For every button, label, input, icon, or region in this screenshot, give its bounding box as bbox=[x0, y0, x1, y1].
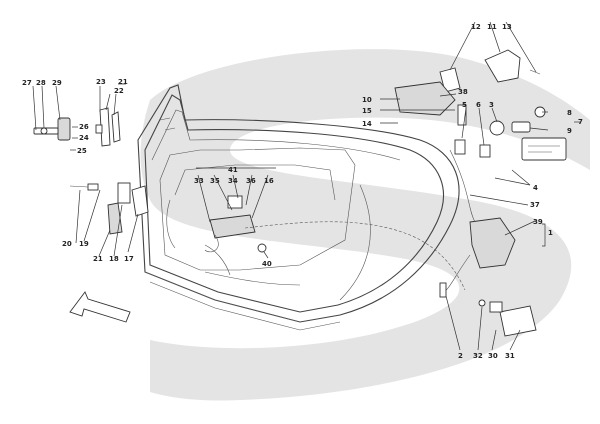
callout-40: 40 bbox=[262, 260, 272, 268]
callouts: 1 2 3 4 5 6 7 8 9 10 11 12 13 14 15 16 1… bbox=[22, 23, 583, 360]
callout-28: 28 bbox=[36, 79, 46, 87]
callout-21-lower: 21 bbox=[93, 255, 103, 263]
callout-36: 36 bbox=[246, 177, 256, 185]
leader-lines bbox=[32, 21, 580, 351]
striker-assembly bbox=[478, 299, 537, 337]
callout-39: 39 bbox=[533, 218, 543, 226]
watermark-logo bbox=[140, 49, 590, 401]
callout-7: 7 bbox=[578, 118, 583, 126]
callout-4: 4 bbox=[533, 184, 538, 192]
callout-13: 13 bbox=[502, 23, 512, 31]
callout-38: 38 bbox=[458, 88, 468, 96]
callout-2: 2 bbox=[458, 352, 463, 360]
callout-27: 27 bbox=[22, 79, 32, 87]
callout-21-upper: 21 bbox=[118, 78, 128, 86]
callout-29: 29 bbox=[52, 79, 62, 87]
callout-3: 3 bbox=[489, 101, 494, 109]
callout-41: 41 bbox=[228, 166, 238, 174]
upper-hinge-assembly bbox=[33, 107, 121, 147]
door-panel bbox=[137, 84, 460, 331]
handle-and-rods bbox=[204, 195, 466, 291]
callout-22: 22 bbox=[114, 87, 124, 95]
callout-37: 37 bbox=[530, 201, 540, 209]
callout-9: 9 bbox=[567, 127, 572, 135]
callout-20: 20 bbox=[62, 240, 72, 248]
callout-15: 15 bbox=[362, 107, 372, 115]
callout-35: 35 bbox=[210, 177, 220, 185]
callout-26: 26 bbox=[79, 123, 89, 131]
callout-25: 25 bbox=[77, 147, 87, 155]
callout-19: 19 bbox=[79, 240, 89, 248]
callout-5: 5 bbox=[462, 101, 467, 109]
callout-32: 32 bbox=[473, 352, 483, 360]
callout-23: 23 bbox=[96, 78, 106, 86]
callout-30: 30 bbox=[488, 352, 498, 360]
callout-31: 31 bbox=[505, 352, 515, 360]
callout-11: 11 bbox=[487, 23, 497, 31]
lower-hinge-assembly bbox=[69, 182, 149, 235]
badge-plate bbox=[521, 137, 567, 161]
callout-6: 6 bbox=[476, 101, 481, 109]
watermark-shape bbox=[140, 49, 590, 401]
callout-10: 10 bbox=[362, 96, 372, 104]
callout-12: 12 bbox=[471, 23, 481, 31]
callout-8: 8 bbox=[567, 109, 572, 117]
callout-16: 16 bbox=[264, 177, 274, 185]
door-lock-assembly bbox=[439, 149, 516, 298]
callout-17: 17 bbox=[124, 255, 134, 263]
direction-arrow bbox=[69, 291, 131, 323]
callout-34: 34 bbox=[228, 177, 238, 185]
upper-latch-cluster bbox=[394, 49, 546, 158]
callout-24: 24 bbox=[79, 134, 89, 142]
callout-33: 33 bbox=[194, 177, 204, 185]
callout-18: 18 bbox=[109, 255, 119, 263]
callout-1: 1 bbox=[548, 229, 553, 237]
callout-14: 14 bbox=[362, 120, 372, 128]
